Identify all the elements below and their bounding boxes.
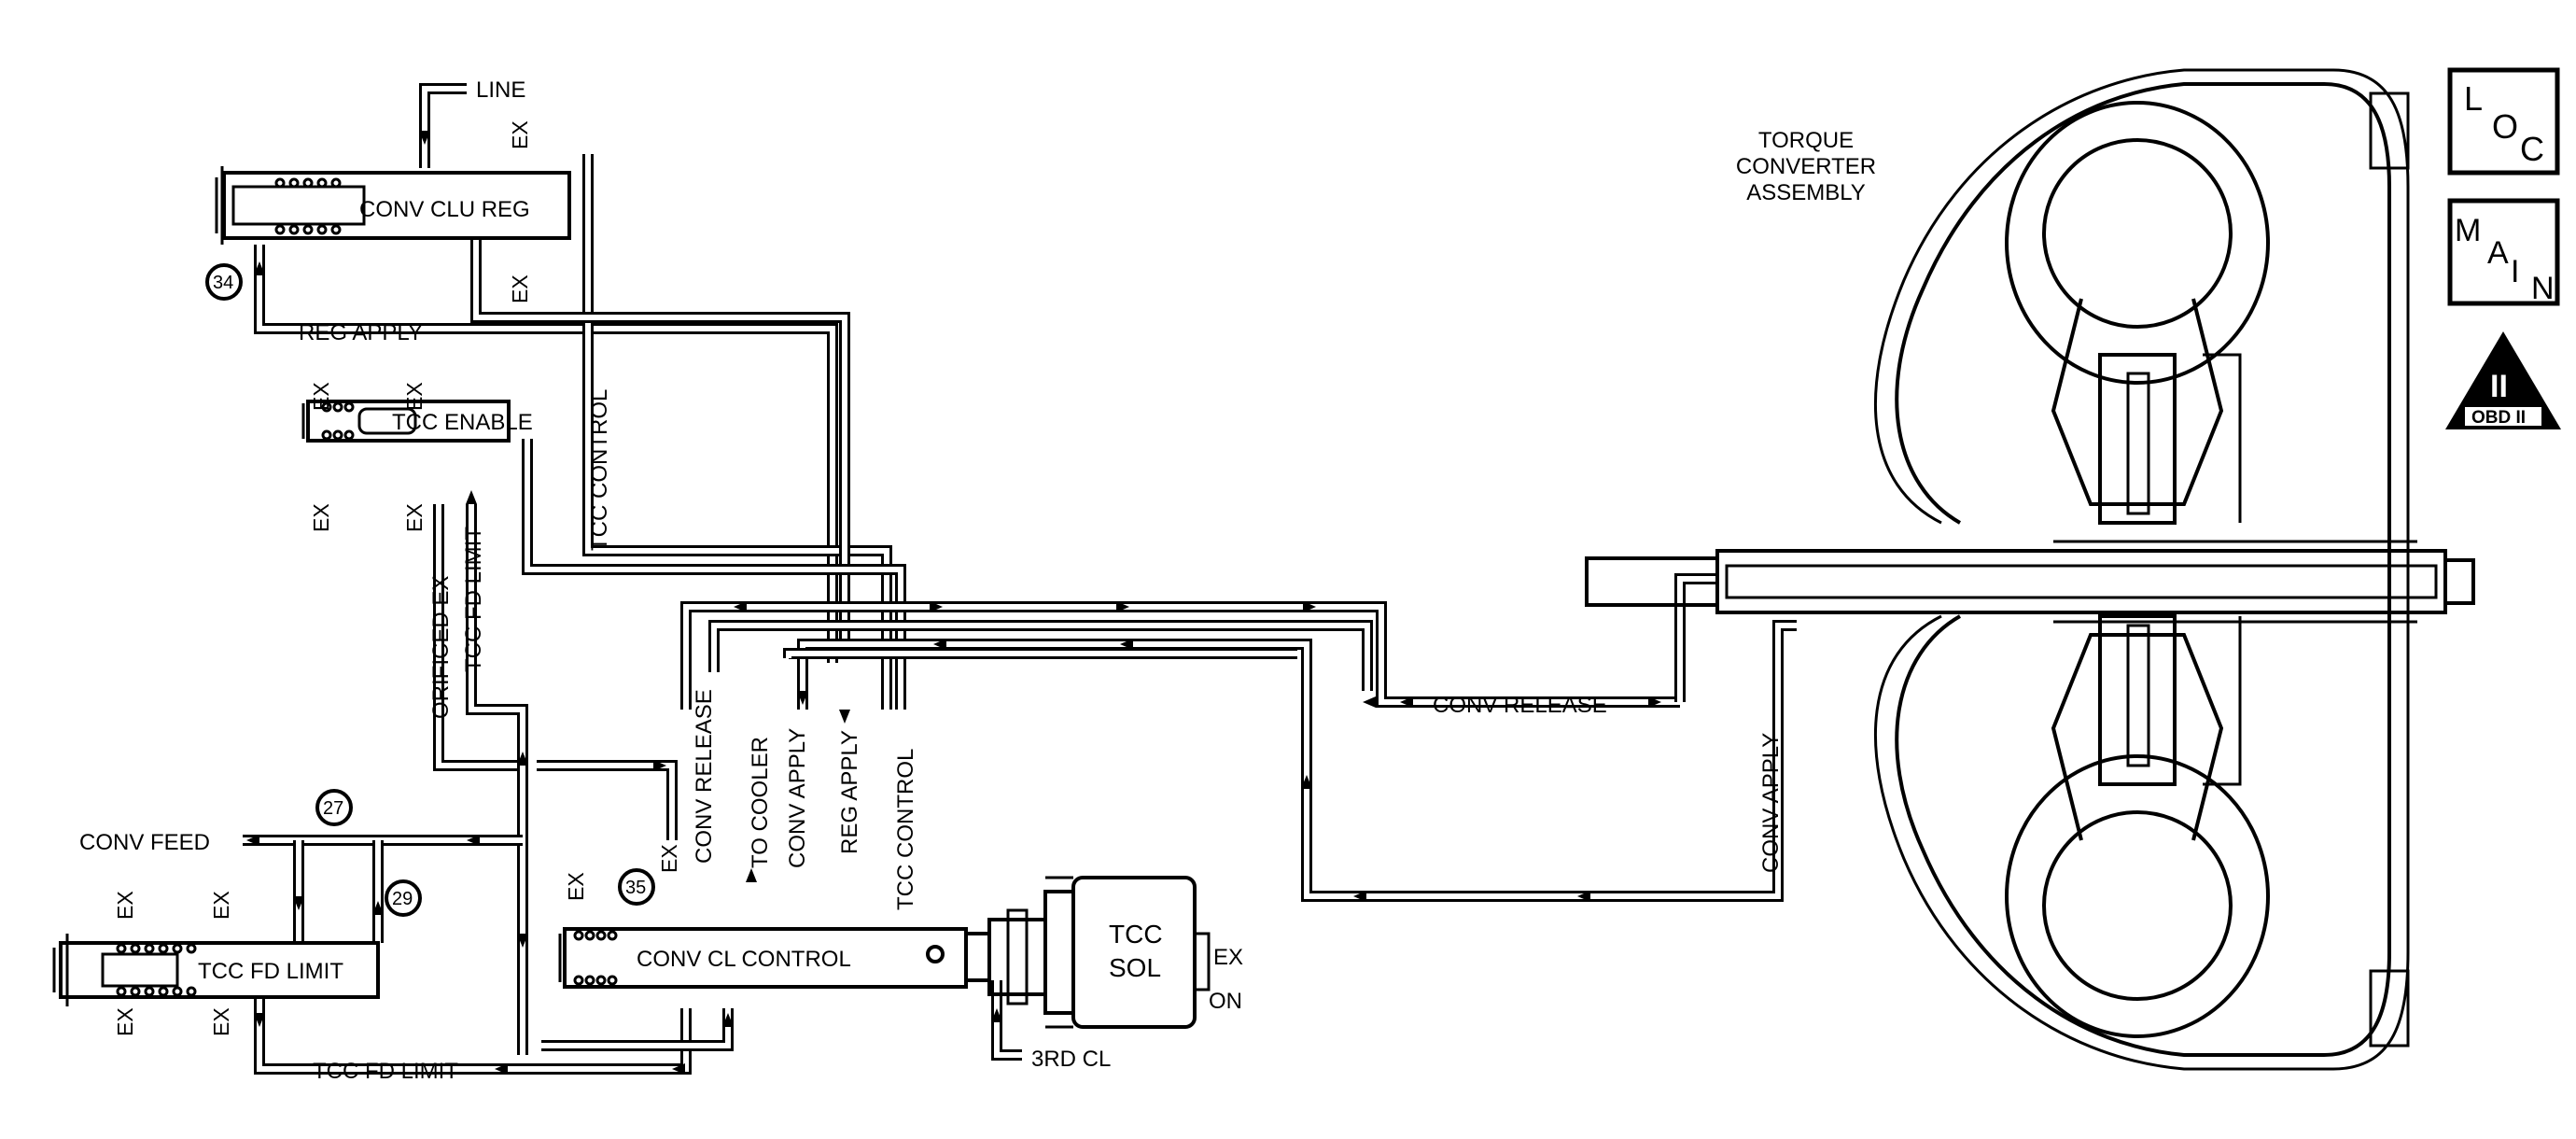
conv-clu-reg-valve: CONV CLU REG LINE REG APPLY EX EX 34 <box>205 77 571 345</box>
ex-label-7: EX <box>564 872 588 901</box>
ex-label-5: EX <box>309 503 333 532</box>
check-ball-29-label: 29 <box>392 889 413 909</box>
check-ball-27-label: 27 <box>323 798 343 819</box>
check-ball-35 <box>618 868 655 906</box>
ex-label-6: EX <box>402 503 427 532</box>
torque-label-3: ASSEMBLY <box>1746 180 1866 205</box>
ex-label-4: EX <box>402 382 427 411</box>
sol-ex-label: EX <box>1213 945 1243 970</box>
conv-apply-right-label: CONV APPLY <box>1758 733 1784 873</box>
loc-badge: L O C <box>2447 67 2560 176</box>
conv-cl-control-valve: CONV CL CONTROL <box>558 927 968 989</box>
ex-label-11: EX <box>113 1007 137 1036</box>
conv-feed-label: CONV FEED <box>79 830 210 855</box>
main-badge: M A I N <box>2447 198 2560 306</box>
check-ball-27 <box>315 789 353 826</box>
ex-label-2: EX <box>508 274 532 303</box>
svg-text:OBD II: OBD II <box>2471 408 2526 428</box>
ex-label-3: EX <box>309 382 333 411</box>
reg-spring-top <box>274 177 342 235</box>
check-ball-34 <box>205 263 243 301</box>
ex-label-12: EX <box>209 1007 233 1036</box>
sol-on-label: ON <box>1209 989 1242 1014</box>
check-ball-34-label: 34 <box>213 273 233 293</box>
ex-label-1: EX <box>508 120 532 149</box>
tcc-fd-limit-bottom-label: TCC FD LIMIT <box>313 1059 458 1084</box>
third-cl-label: 3RD CL <box>1031 1047 1111 1072</box>
orificed-ex-label: ORIFICED EX <box>428 576 454 719</box>
torque-converter-assembly: TORQUE CONVERTER ASSEMBLY <box>1585 68 2475 1071</box>
fd-spring <box>116 943 197 997</box>
fluid-passages <box>243 83 1797 1075</box>
cl-control-spring <box>573 930 618 986</box>
tcc-enable-label: TCC ENABLE <box>392 410 533 435</box>
line-label: LINE <box>476 77 525 103</box>
tcc-fd-limit-vertical-label: TCC FD LIMIT <box>461 527 486 672</box>
enable-spring <box>321 401 355 441</box>
svg-text:I: I <box>2511 254 2519 289</box>
tcc-fd-limit-valve: TCC FD LIMIT EX EX EX EX CONV FEED 27 29… <box>52 789 458 1084</box>
svg-text:C: C <box>2520 130 2544 168</box>
conv-clu-reg-label: CONV CLU REG <box>359 197 530 222</box>
svg-text:L: L <box>2464 79 2483 118</box>
svg-text:O: O <box>2492 107 2518 146</box>
torque-label-1: TORQUE <box>1758 128 1854 153</box>
tcc-control-label: TCC CONTROL <box>587 389 612 551</box>
check-ball-35-label: 35 <box>625 878 646 898</box>
ex-label-8: EX <box>657 844 681 873</box>
tcc-sol-label-1: TCC <box>1109 920 1163 949</box>
conv-cl-control-label: CONV CL CONTROL <box>637 947 851 972</box>
ex-label-10: EX <box>209 891 233 920</box>
conv-release-vertical-label: CONV RELEASE <box>692 689 717 864</box>
obd-ii-badge: II OBD II <box>2445 331 2561 429</box>
ex-label-9: EX <box>113 891 137 920</box>
tcc-fd-limit-valve-label: TCC FD LIMIT <box>198 959 343 984</box>
svg-text:II: II <box>2490 369 2508 404</box>
flow-arrows <box>246 131 1661 1075</box>
torque-label-2: CONVERTER <box>1736 154 1876 179</box>
conv-apply-vertical-label: CONV APPLY <box>785 728 810 868</box>
svg-text:M: M <box>2455 213 2481 248</box>
reg-apply-label: REG APPLY <box>299 320 423 345</box>
conv-release-right-label: CONV RELEASE <box>1433 693 1607 718</box>
tcc-enable-valve: TCC ENABLE EX EX EX EX <box>301 382 533 532</box>
svg-text:N: N <box>2531 271 2555 306</box>
tcc-control-vertical-label-2: TCC CONTROL <box>893 749 918 910</box>
to-cooler-label: TO COOLER <box>748 737 773 868</box>
tcc-solenoid: TCC SOL EX ON 3RD CL <box>966 876 1243 1072</box>
tcc-sol-label-2: SOL <box>1109 953 1161 982</box>
svg-text:A: A <box>2487 235 2509 271</box>
check-ball-29 <box>385 879 422 917</box>
reg-apply-vertical-label: REG APPLY <box>837 730 862 854</box>
